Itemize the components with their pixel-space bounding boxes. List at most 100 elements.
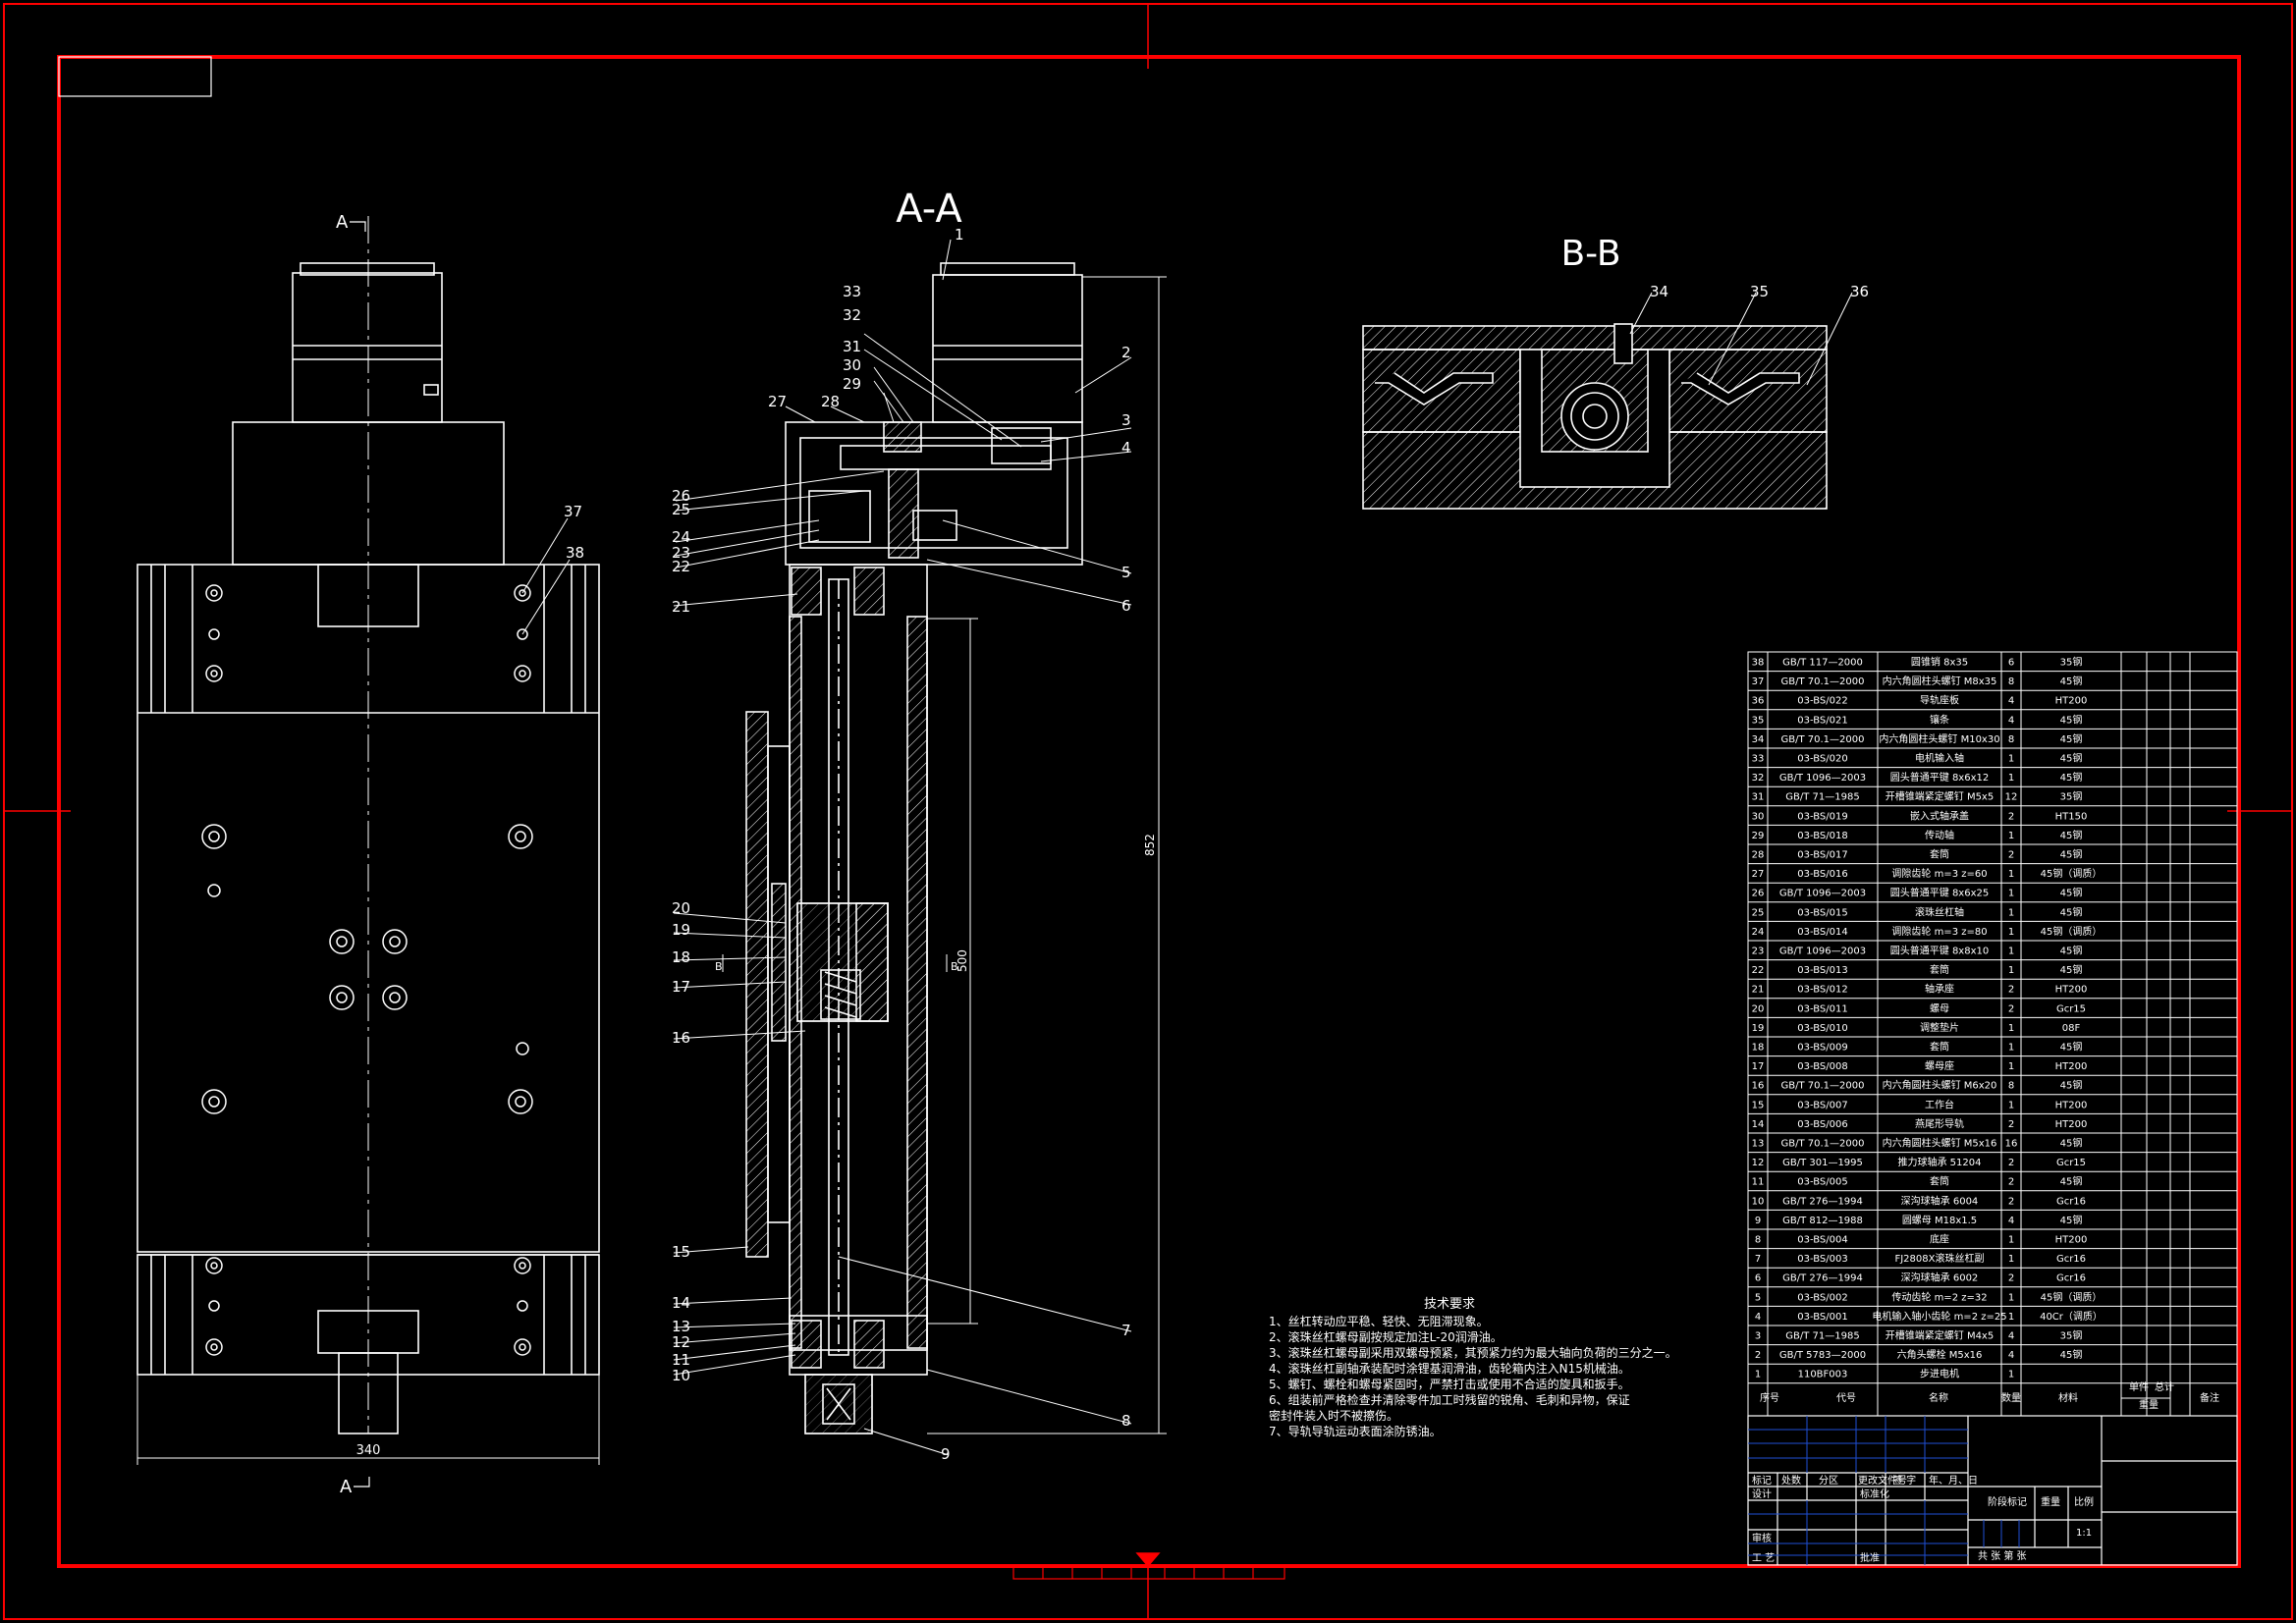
tech-req-7: 密封件装入时不被擦伤。 (1269, 1408, 1398, 1423)
tech-req-5: 5、螺钉、螺栓和螺母紧固时，严禁打击或使用不合适的旋具和扳手。 (1269, 1377, 1630, 1391)
bom-cell-no: 28 (1752, 850, 1765, 861)
bom-cell-name: 圆头普通平键 8x6x25 (1890, 887, 1989, 899)
bom-cell-material: 45钢 (2060, 771, 2083, 784)
callout-32: 32 (843, 306, 861, 324)
bom-cell-qty: 4 (2008, 696, 2014, 707)
bom-cell-name: 深沟球轴承 6004 (1901, 1194, 1979, 1207)
tb-date: 年、月、日 (1929, 1474, 1978, 1487)
section-bb (1362, 323, 1828, 510)
bom-header-single: 单件 (2129, 1381, 2149, 1393)
bom-cell-code: 03-BS/001 (1797, 1312, 1847, 1323)
callout-35: 35 (1750, 283, 1769, 300)
bom-cell-no: 13 (1752, 1139, 1765, 1150)
callout-23: 23 (672, 544, 690, 562)
bom-cell-code: GB/T 5783—2000 (1779, 1350, 1866, 1361)
bom-cell-qty: 12 (2005, 792, 2018, 803)
width-dimension (137, 1375, 600, 1465)
callout-4: 4 (1121, 439, 1131, 457)
bom-cell-name: 传动齿轮 m=2 z=32 (1891, 1290, 1987, 1303)
bom-cell-name: 套筒 (1930, 1175, 1949, 1188)
bom-cell-material: HT150 (2055, 811, 2088, 822)
bom-cell-name: 圆头普通平键 8x8x10 (1890, 945, 1989, 957)
bom-cell-qty: 8 (2008, 676, 2014, 687)
tech-req-3: 3、滚珠丝杠螺母副采用双螺母预紧，其预紧力约为最大轴向负荷的三分之一。 (1269, 1345, 1677, 1360)
section-mark-b-left: B (715, 960, 723, 973)
callout-20: 20 (672, 899, 690, 917)
callout-25: 25 (672, 501, 690, 518)
tb-scale-value: 1:1 (2076, 1528, 2092, 1539)
callout-21: 21 (672, 598, 690, 616)
bom-cell-qty: 4 (2008, 1350, 2014, 1361)
callout-28: 28 (821, 393, 840, 410)
bom-cell-qty: 1 (2008, 1292, 2014, 1303)
callout-22: 22 (672, 558, 690, 575)
bom-cell-code: GB/T 276—1994 (1782, 1196, 1863, 1207)
bom-cell-code: GB/T 70.1—2000 (1781, 676, 1865, 687)
bom-cell-material: Gcr16 (2056, 1273, 2086, 1284)
bom-cell-no: 3 (1755, 1331, 1761, 1342)
title-block: 标记 处数 分区 更改文件号 签 字 年、月、日 设计 标准化 阶段标记 重量 … (1747, 1415, 2238, 1566)
tb-count: 处数 (1781, 1474, 1801, 1487)
bom-cell-material: 45钢 (2060, 713, 2083, 726)
callout-36: 36 (1850, 283, 1869, 300)
bom-cell-name: 内六角圆柱头螺钉 M5x16 (1883, 1137, 1997, 1150)
bom-header-total: 总计 (2155, 1380, 2174, 1393)
bom-cell-no: 19 (1752, 1023, 1765, 1034)
bom-cell-code: GB/T 301—1995 (1782, 1158, 1863, 1168)
bom-cell-qty: 1 (2008, 965, 2014, 976)
bom-cell-code: 03-BS/018 (1797, 831, 1847, 841)
bom-cell-material: HT200 (2055, 1061, 2088, 1072)
bom-cell-qty: 1 (2008, 1254, 2014, 1265)
bom-cell-name: 开槽锥端紧定螺钉 M4x5 (1886, 1329, 1994, 1342)
bom-cell-material: 45钢（调质） (2041, 867, 2103, 880)
callout-10: 10 (672, 1367, 690, 1384)
bom-cell-material: HT200 (2055, 1100, 2088, 1110)
tb-standard: 标准化 (1860, 1488, 1889, 1500)
bom-cell-code: 03-BS/020 (1797, 754, 1847, 765)
bom-cell-code: 03-BS/005 (1797, 1177, 1847, 1188)
bom-cell-material: Gcr15 (2056, 1003, 2086, 1014)
tb-sign: 签 字 (1893, 1474, 1916, 1487)
bom-cell-qty: 2 (2008, 1273, 2014, 1284)
bom-cell-qty: 2 (2008, 811, 2014, 822)
bom-header-qty: 数量 (2001, 1391, 2021, 1404)
bom-cell-qty: 8 (2008, 734, 2014, 745)
bom-cell-qty: 4 (2008, 1216, 2014, 1226)
section-bb-title: B-B (1560, 234, 1620, 274)
bom-cell-no: 33 (1752, 754, 1765, 765)
section-arrow-a-top-line (350, 221, 366, 232)
bom-cell-material: 45钢 (2060, 1137, 2083, 1150)
bom-cell-qty: 1 (2008, 889, 2014, 899)
callout-14: 14 (672, 1294, 690, 1312)
section-arrow-a-bottom-line (354, 1477, 370, 1488)
bom-cell-code: GB/T 1096—2003 (1779, 889, 1866, 899)
bom-cell-name: 调整垫片 (1920, 1021, 1959, 1034)
bom-cell-no: 4 (1755, 1312, 1761, 1323)
callout-5: 5 (1121, 564, 1131, 581)
bom-cell-no: 17 (1752, 1061, 1765, 1072)
bom-cell-qty: 1 (2008, 1043, 2014, 1054)
bom-cell-code: GB/T 70.1—2000 (1781, 734, 1865, 745)
bom-cell-material: 45钢 (2060, 675, 2083, 687)
bom-cell-material: 40Cr（调质） (2040, 1311, 2103, 1323)
dimension-travel: 500 (956, 949, 969, 972)
section-aa-callouts: 1 2 3 4 5 6 7 8 9 10 11 12 13 14 15 16 1… (672, 226, 1131, 1463)
bom-grid (1747, 651, 2238, 1417)
callout-34: 34 (1650, 283, 1668, 300)
bom-cell-no: 22 (1752, 965, 1765, 976)
callout-12: 12 (672, 1333, 690, 1351)
bom-cell-material: HT200 (2055, 985, 2088, 996)
bom-cell-material: HT200 (2055, 696, 2088, 707)
bom-cell-no: 11 (1752, 1177, 1765, 1188)
bom-cell-material: HT200 (2055, 1235, 2088, 1246)
bom-cell-qty: 2 (2008, 850, 2014, 861)
